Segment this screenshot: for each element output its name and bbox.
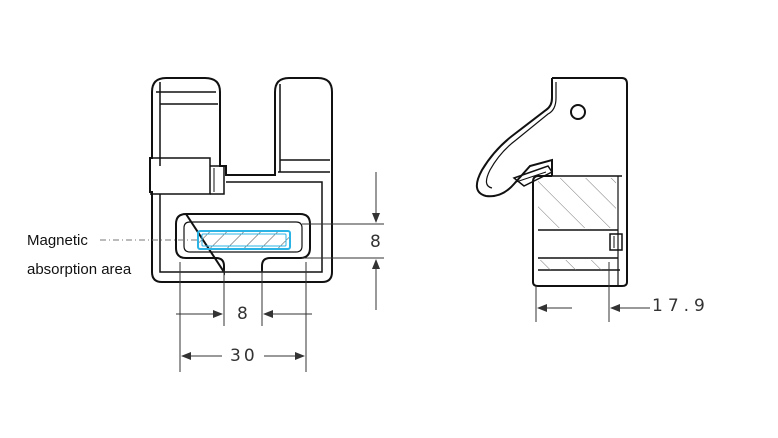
dim-side-depth-label: 17.9 (652, 296, 710, 316)
dim-overall-width (179, 262, 307, 372)
dim-slot-gap-label: 8 (237, 304, 251, 324)
dim-side-depth (535, 262, 650, 322)
side-section-hatch (538, 178, 616, 228)
front-slot (175, 212, 311, 276)
dim-slot-gap (176, 270, 312, 326)
side-body-outline (532, 77, 628, 287)
front-view (149, 77, 333, 283)
side-hole (570, 104, 586, 120)
magnetic-label-line2: absorption area (27, 261, 132, 278)
side-view (475, 77, 628, 287)
dim-slot-height (302, 172, 384, 310)
dim-slot-height-label: 8 (370, 232, 384, 252)
dim-overall-width-label: 30 (230, 346, 258, 366)
magnetic-label-line1: Magnetic (27, 232, 88, 249)
magnetic-area (197, 230, 291, 250)
